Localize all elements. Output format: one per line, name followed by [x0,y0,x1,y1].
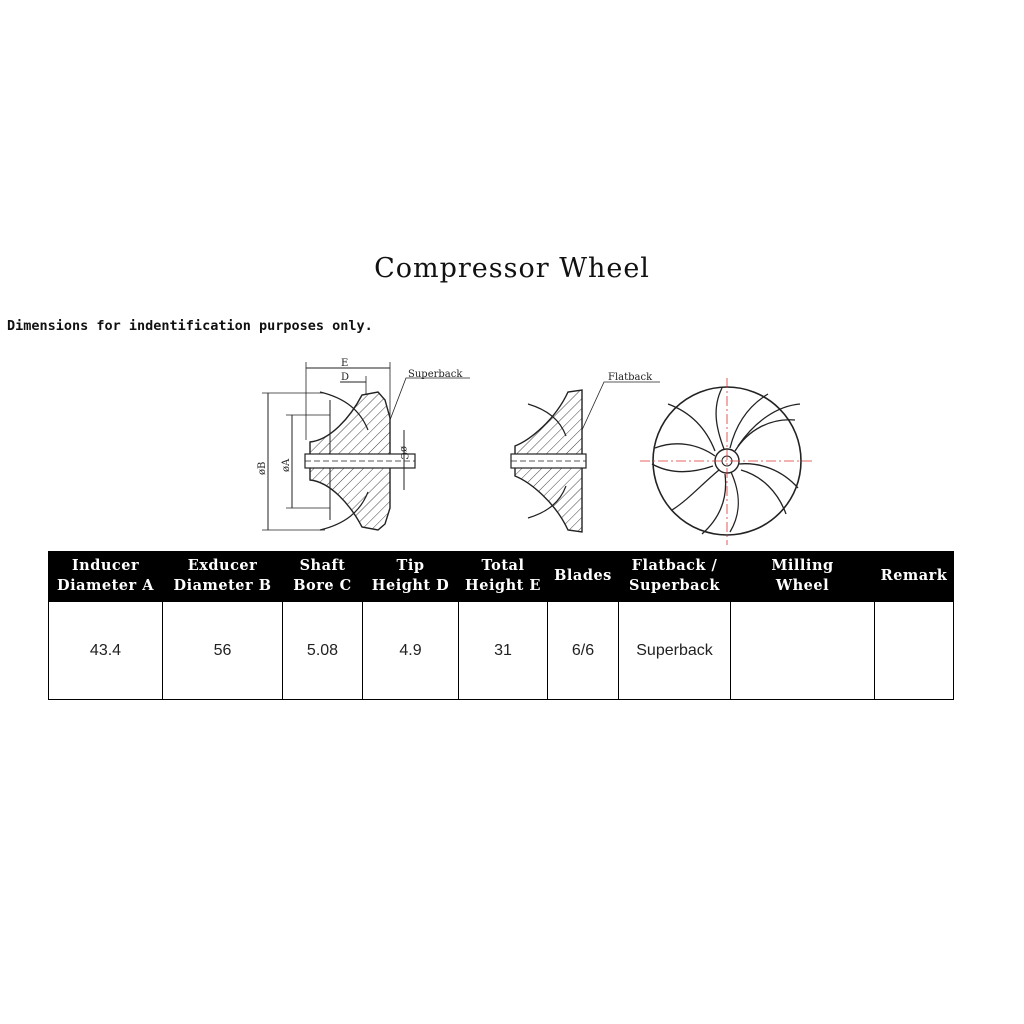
label-dia-a: øA [281,458,292,472]
cell-remark [874,601,954,700]
label-dia-b: øB [257,462,268,475]
cell-tip-height: 4.9 [362,601,459,700]
label-flatback: Flatback [608,372,653,383]
header-shaft-bore: Shaft Bore C [282,551,363,602]
header-inducer-diameter: Inducer Diameter A [48,551,163,602]
header-milling-wheel: Milling Wheel [730,551,875,602]
header-exducer-diameter: Exducer Diameter B [162,551,283,602]
cell-shaft-bore: 5.08 [282,601,363,700]
disclaimer-note: Dimensions for indentification purposes … [7,318,373,334]
side-view-superback: E D Superback øB øA øC [257,358,470,531]
spec-table: Inducer Diameter A Exducer Diameter B Sh… [48,551,954,700]
cell-milling-wheel [730,601,875,700]
header-flatback-superback: Flatback / Superback [618,551,731,602]
label-e: E [341,358,348,369]
header-total-height: Total Height E [458,551,548,602]
header-blades: Blades [547,551,619,602]
cell-total-height: 31 [458,601,548,700]
cell-flatback-superback: Superback [618,601,731,700]
cell-inducer-diameter: 43.4 [48,601,163,700]
label-dia-c: øC [398,446,409,460]
table-header-row: Inducer Diameter A Exducer Diameter B Sh… [48,551,954,602]
cell-blades: 6/6 [547,601,619,700]
front-view-wheel [640,378,815,545]
table-row: 43.4 56 5.08 4.9 31 6/6 Superback [48,601,954,700]
header-remark: Remark [874,551,954,602]
header-tip-height: Tip Height D [362,551,459,602]
side-view-flatback: Flatback [510,372,660,533]
label-superback: Superback [408,369,463,380]
label-d: D [341,372,349,383]
page-title: Compressor Wheel [374,253,650,284]
cell-exducer-diameter: 56 [162,601,283,700]
